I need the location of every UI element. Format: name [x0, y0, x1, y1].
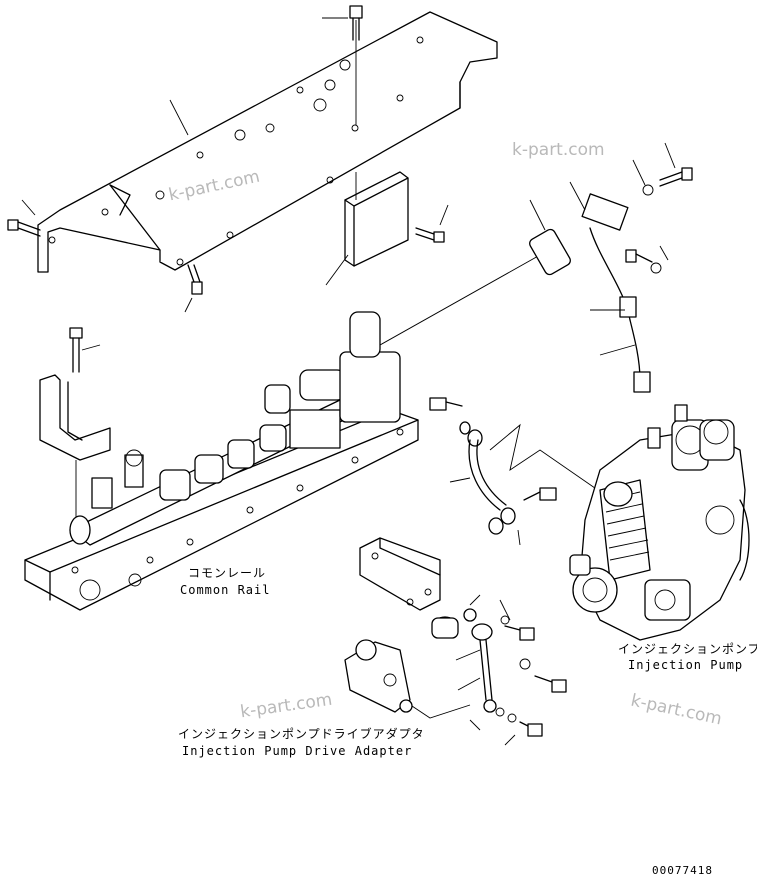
rail-support-bracket [39, 327, 111, 540]
bolts-upper-right [625, 142, 693, 274]
sensor-harness [379, 181, 651, 393]
common-rail-label-en: Common Rail [180, 583, 271, 597]
bolts-side [7, 199, 449, 313]
spacer-block [325, 171, 409, 286]
common-rail-label-jp: コモンレール [188, 566, 267, 580]
pump-drive-adapter-parts [344, 537, 567, 746]
mounting-bracket-plate [37, 11, 498, 273]
fuel-high-pressure-pipe [429, 397, 606, 546]
bolt-top [322, 5, 363, 41]
drive-adapter-label-en: Injection Pump Drive Adapter [182, 744, 413, 758]
injection-pump-label-en: Injection Pump [628, 658, 744, 672]
injection-pump [569, 404, 750, 641]
watermark: k-part.com [512, 140, 605, 160]
injection-pump-label-jp: インジェクションポンプ [618, 642, 757, 656]
drawing-number: 00077418 [652, 864, 713, 877]
drive-adapter-label-jp: インジェクションポンプドライブアダプタ [178, 727, 425, 741]
common-rail [24, 311, 419, 611]
